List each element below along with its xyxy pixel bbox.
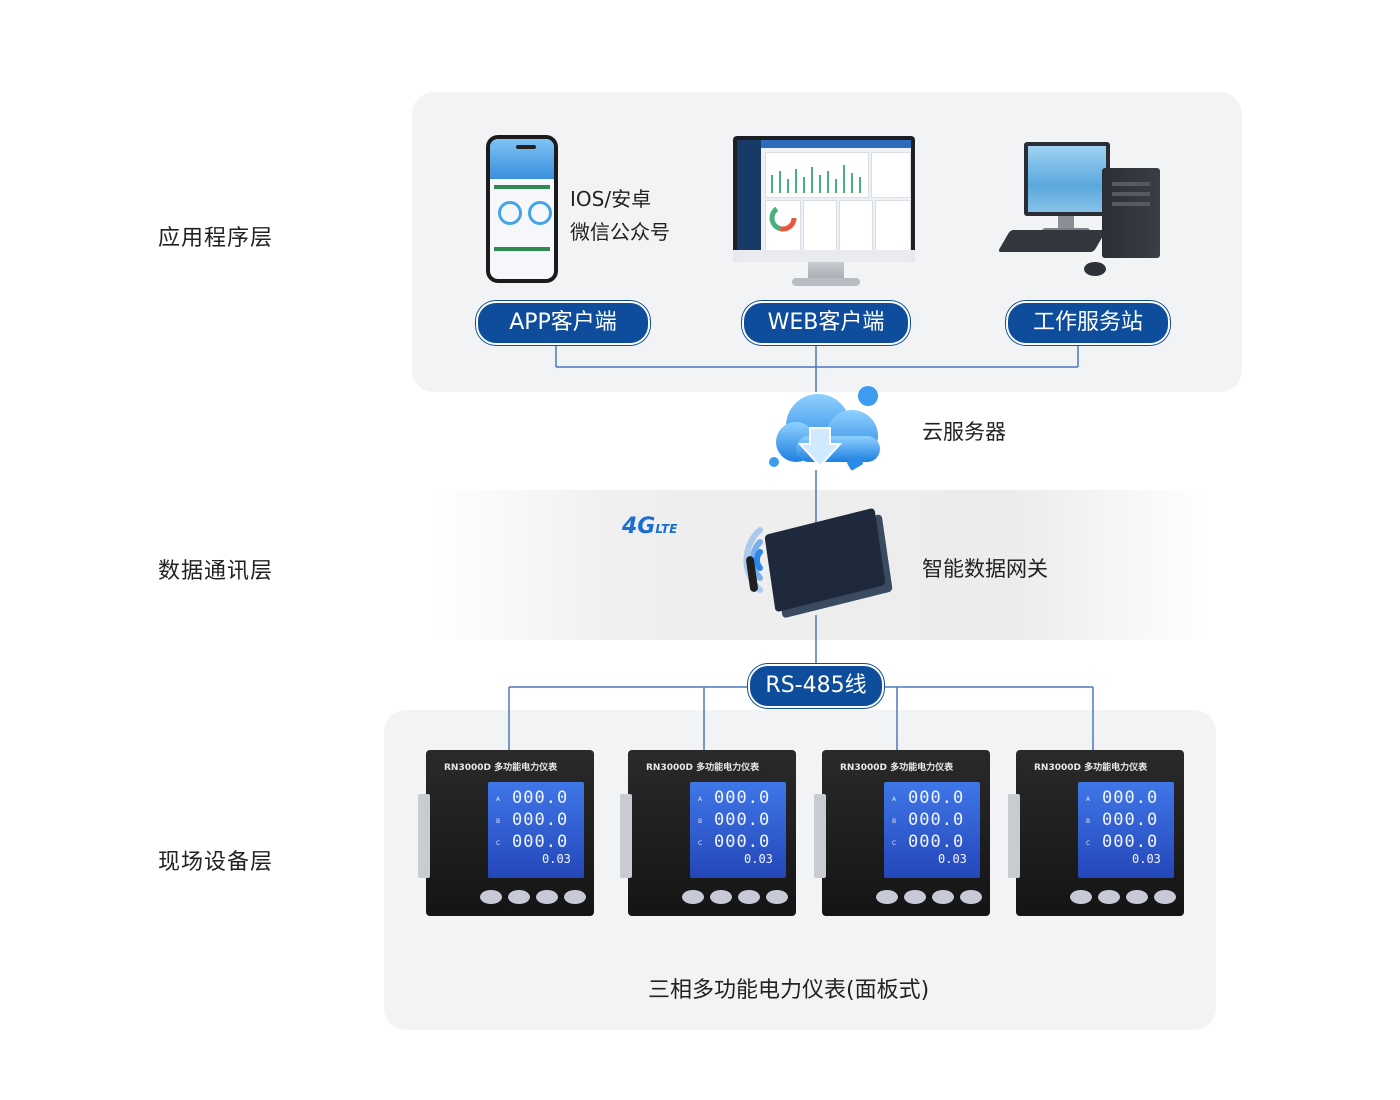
meter-button (876, 890, 898, 904)
web-monitor-chin (733, 250, 915, 262)
meter-model-label: RN3000D 多功能电力仪表 (1034, 763, 1148, 773)
meter-reading-b: 000.0 (512, 810, 569, 830)
phone-app-illustration (486, 135, 558, 283)
power-meter-3: RN3000D 多功能电力仪表 000.0 000.0 000.0 0.03 A… (814, 750, 990, 916)
meter-button (766, 890, 788, 904)
phone-caption-os: IOS/安卓 (570, 187, 652, 211)
meter-mounting-clamp (620, 794, 632, 878)
wireless-signal-icon (743, 527, 763, 593)
meter-mounting-clamp (814, 794, 826, 878)
meter-button (960, 890, 982, 904)
meter-model-label: RN3000D 多功能电力仪表 (646, 763, 760, 773)
phase-label-c: C (698, 840, 703, 847)
phase-label-a: A (1086, 796, 1091, 803)
monitor-stand (808, 262, 844, 280)
meter-button (480, 890, 502, 904)
meter-small-reading: 0.03 (938, 852, 967, 866)
4g-badge-text: 4G (622, 514, 656, 539)
meter-mounting-clamp (418, 794, 430, 878)
meter-button (1154, 890, 1176, 904)
meter-button (932, 890, 954, 904)
workstation-stand (1058, 216, 1074, 230)
client-pill-app: APP客户端 (476, 301, 650, 345)
meter-button (1126, 890, 1148, 904)
phase-label-c: C (892, 840, 897, 847)
meter-mounting-clamp (1008, 794, 1020, 878)
meter-reading-c: 000.0 (714, 832, 771, 852)
keyboard-icon (997, 230, 1107, 252)
meter-reading-c: 000.0 (512, 832, 569, 852)
meter-small-reading: 0.03 (1132, 852, 1161, 866)
meter-reading-b: 000.0 (714, 810, 771, 830)
rs485-bus-pill: RS-485线 (748, 664, 884, 708)
phase-label-c: C (496, 840, 501, 847)
meter-reading-c: 000.0 (908, 832, 965, 852)
gateway-label: 智能数据网关 (922, 557, 1048, 581)
web-monitor-illustration (733, 136, 915, 262)
meter-reading-a: 000.0 (512, 788, 569, 808)
layer-label-communication: 数据通讯层 (158, 559, 274, 584)
meter-model-label: RN3000D 多功能电力仪表 (444, 763, 558, 773)
cloud-server-label: 云服务器 (922, 420, 1006, 444)
workstation-monitor-illustration (1024, 142, 1110, 216)
pc-tower-icon (1102, 168, 1160, 258)
meter-button (904, 890, 926, 904)
meter-button (682, 890, 704, 904)
power-meter-4: RN3000D 多功能电力仪表 000.0 000.0 000.0 0.03 A… (1008, 750, 1184, 916)
meter-button (710, 890, 732, 904)
phase-label-b: B (496, 818, 501, 825)
client-pill-workstation: 工作服务站 (1006, 301, 1170, 345)
layer-label-field: 现场设备层 (158, 850, 274, 875)
meter-button (1098, 890, 1120, 904)
meter-lcd: 000.0 000.0 000.0 0.03 A B C (1078, 782, 1174, 878)
meter-lcd: 000.0 000.0 000.0 0.03 A B C (488, 782, 584, 878)
meters-caption: 三相多功能电力仪表(面板式) (648, 978, 930, 1003)
meter-reading-b: 000.0 (908, 810, 965, 830)
meter-small-reading: 0.03 (744, 852, 773, 866)
lte-badge-text: LTE (655, 522, 678, 536)
meter-button (1070, 890, 1092, 904)
layer-label-application: 应用程序层 (158, 226, 274, 251)
meter-reading-b: 000.0 (1102, 810, 1159, 830)
meter-small-reading: 0.03 (542, 852, 571, 866)
meter-button (508, 890, 530, 904)
meter-reading-c: 000.0 (1102, 832, 1159, 852)
meter-model-label: RN3000D 多功能电力仪表 (840, 763, 954, 773)
power-meter-1: RN3000D 多功能电力仪表 000.0 000.0 000.0 0.03 A… (418, 750, 594, 916)
phase-label-a: A (892, 796, 897, 803)
meter-reading-a: 000.0 (1102, 788, 1159, 808)
mouse-icon (1084, 262, 1106, 276)
meter-button (564, 890, 586, 904)
meter-lcd: 000.0 000.0 000.0 0.03 A B C (884, 782, 980, 878)
phase-label-b: B (892, 818, 897, 825)
client-pill-web: WEB客户端 (742, 301, 910, 345)
power-meter-2: RN3000D 多功能电力仪表 000.0 000.0 000.0 0.03 A… (620, 750, 796, 916)
phase-label-a: A (496, 796, 501, 803)
monitor-base (792, 278, 860, 286)
phase-label-b: B (698, 818, 703, 825)
meter-button (536, 890, 558, 904)
cloud-server-icon (769, 386, 880, 471)
meter-reading-a: 000.0 (714, 788, 771, 808)
phase-label-c: C (1086, 840, 1091, 847)
phase-label-a: A (698, 796, 703, 803)
meter-lcd: 000.0 000.0 000.0 0.03 A B C (690, 782, 786, 878)
meter-reading-a: 000.0 (908, 788, 965, 808)
meter-button (738, 890, 760, 904)
phase-label-b: B (1086, 818, 1091, 825)
4g-lte-badge: 4GLTE (622, 514, 677, 539)
phone-caption-wechat: 微信公众号 (570, 220, 670, 244)
